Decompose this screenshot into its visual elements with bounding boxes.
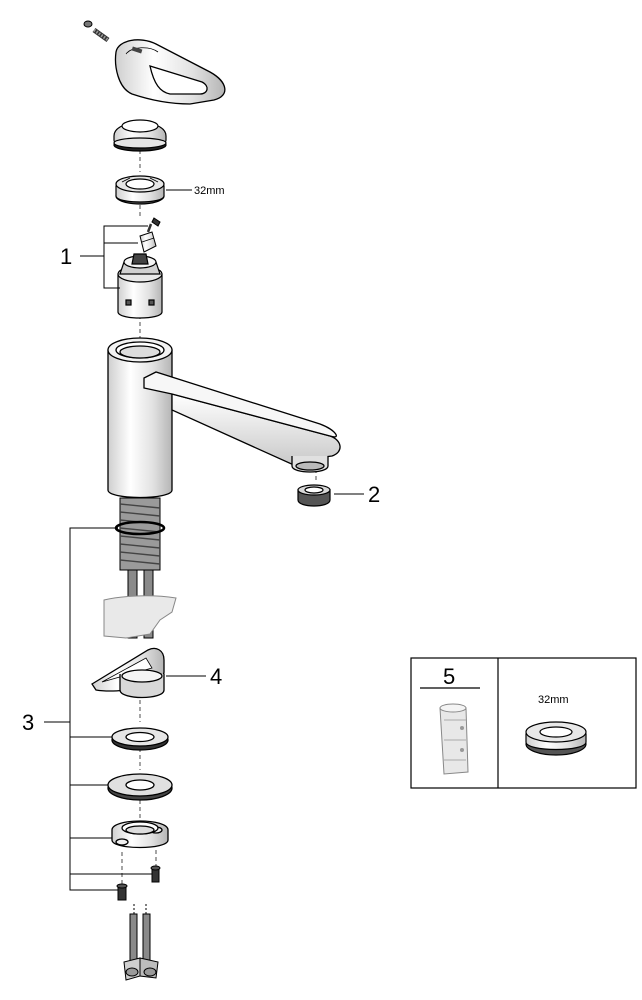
cartridge-adapter-icon (139, 231, 157, 253)
threaded-shank (114, 497, 166, 571)
aerator (297, 484, 331, 507)
callout-1-bracket (80, 225, 148, 289)
nut-dimension-label: 32mm (194, 185, 225, 197)
callout-4-number: 4 (210, 664, 222, 689)
inset-dimension-label: 32mm (538, 694, 569, 706)
cover-cap (113, 119, 167, 152)
callout-2-number: 2 (368, 482, 380, 507)
rubber-washer (111, 727, 169, 751)
counter-top-section (103, 595, 177, 639)
cartridge-small-screw-icon (146, 217, 161, 233)
threaded-nut (115, 175, 165, 205)
extension-sleeve-icon (439, 703, 469, 775)
cartridge (117, 253, 163, 319)
support-bracket (91, 647, 165, 699)
fixing-plate (111, 820, 169, 849)
callout-1-number: 1 (60, 244, 72, 269)
metal-washer (107, 773, 173, 801)
callout-3-number: 3 (22, 710, 34, 735)
callout-5-number: 5 (443, 664, 455, 689)
supply-hoses-lower (123, 904, 159, 981)
grub-screw-icon (83, 20, 110, 43)
faucet-body (107, 337, 173, 499)
inset-nut-icon (525, 721, 587, 756)
lever-handle (114, 39, 226, 105)
fixing-screw-icon (116, 865, 161, 901)
callout-3-bracket (44, 527, 152, 891)
spout (143, 371, 341, 473)
